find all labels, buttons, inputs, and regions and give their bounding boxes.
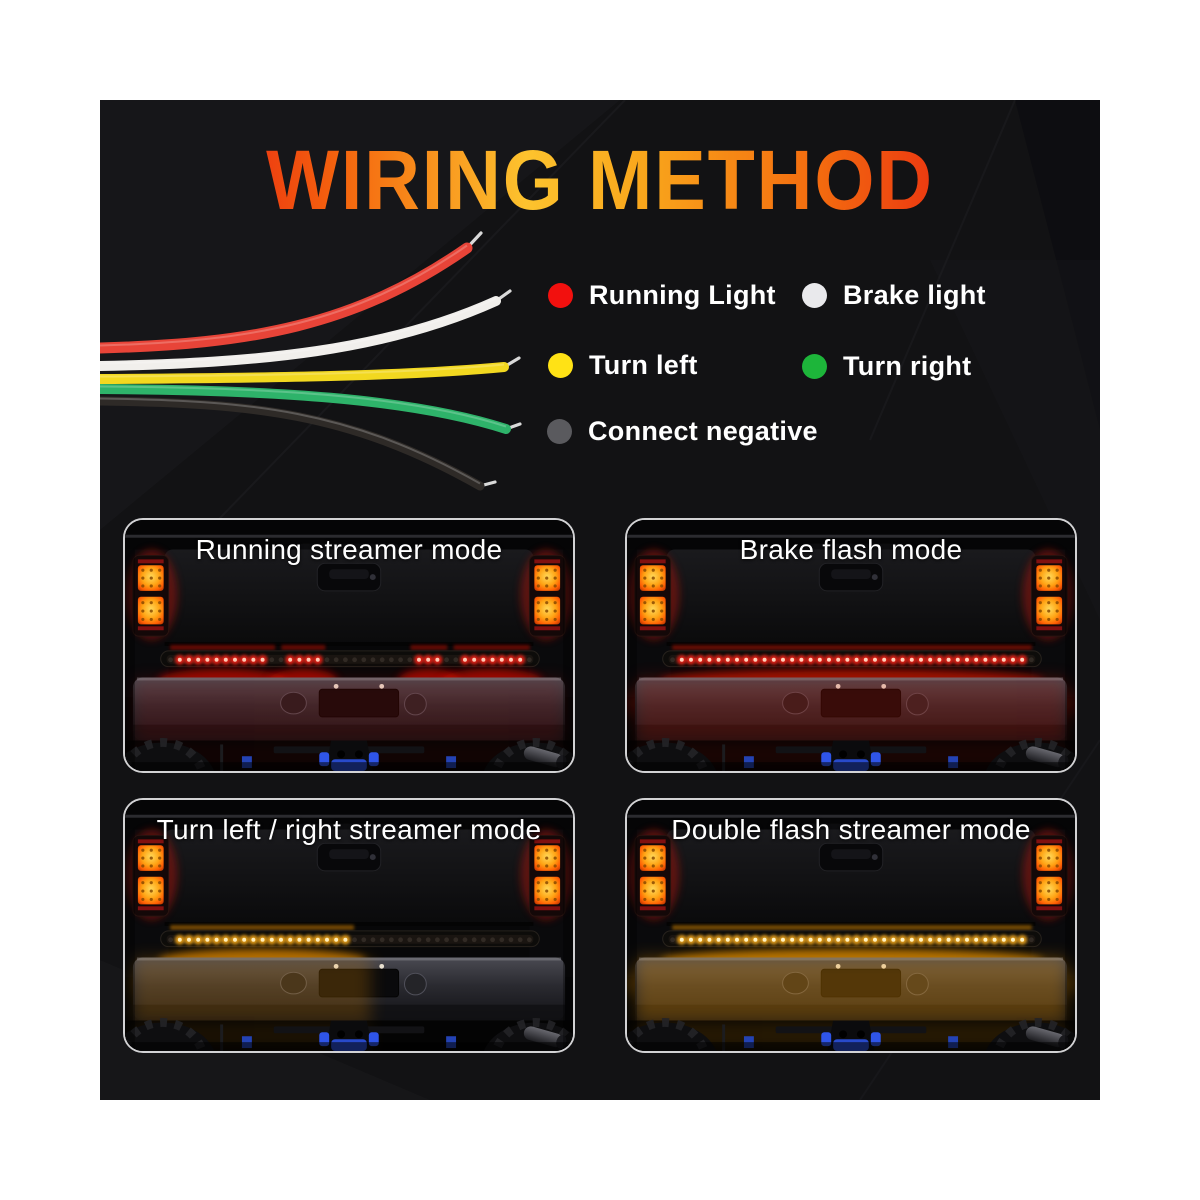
- legend-item-turn-left: Turn left: [548, 349, 698, 380]
- legend-label: Running Light: [589, 279, 776, 310]
- turn-right-color-dot-icon: [802, 353, 827, 379]
- wires-illustration: [100, 231, 522, 491]
- connect-negative-color-dot-icon: [547, 418, 572, 444]
- page-title: WIRING METHOD: [140, 136, 1060, 224]
- legend-item-running-light: Running Light: [548, 279, 776, 310]
- panel-label: Brake flash mode: [739, 534, 963, 565]
- brake-light-color-dot-icon: [802, 282, 827, 308]
- legend-label: Connect negative: [588, 415, 818, 446]
- legend-item-brake-light: Brake light: [802, 279, 986, 310]
- panel-label: Running streamer mode: [195, 534, 503, 565]
- panel-brake-flash-mode: Brake flash mode: [625, 518, 1077, 773]
- panel-running-streamer-mode: Running streamer mode: [123, 518, 575, 773]
- truck-rear-photo: [627, 800, 1075, 1051]
- panel-turn-streamer-mode: Turn left / right streamer mode: [123, 798, 575, 1053]
- running-light-color-dot-icon: [548, 282, 573, 308]
- turn-left-color-dot-icon: [548, 352, 573, 378]
- legend-label: Brake light: [843, 279, 986, 310]
- legend-label: Turn right: [843, 350, 972, 381]
- truck-rear-photo: [125, 520, 573, 771]
- panel-label: Double flash streamer mode: [671, 814, 1031, 845]
- truck-rear-photo: [627, 520, 1075, 771]
- panel-double-flash-mode: Double flash streamer mode: [625, 798, 1077, 1053]
- truck-rear-photo: [125, 800, 573, 1051]
- panel-label: Turn left / right streamer mode: [156, 814, 542, 845]
- legend-label: Turn left: [589, 349, 698, 380]
- legend-item-connect-negative: Connect negative: [547, 415, 818, 446]
- poster-background: WIRING METHOD Running Light Brake light …: [100, 100, 1100, 1100]
- legend-item-turn-right: Turn right: [802, 350, 972, 381]
